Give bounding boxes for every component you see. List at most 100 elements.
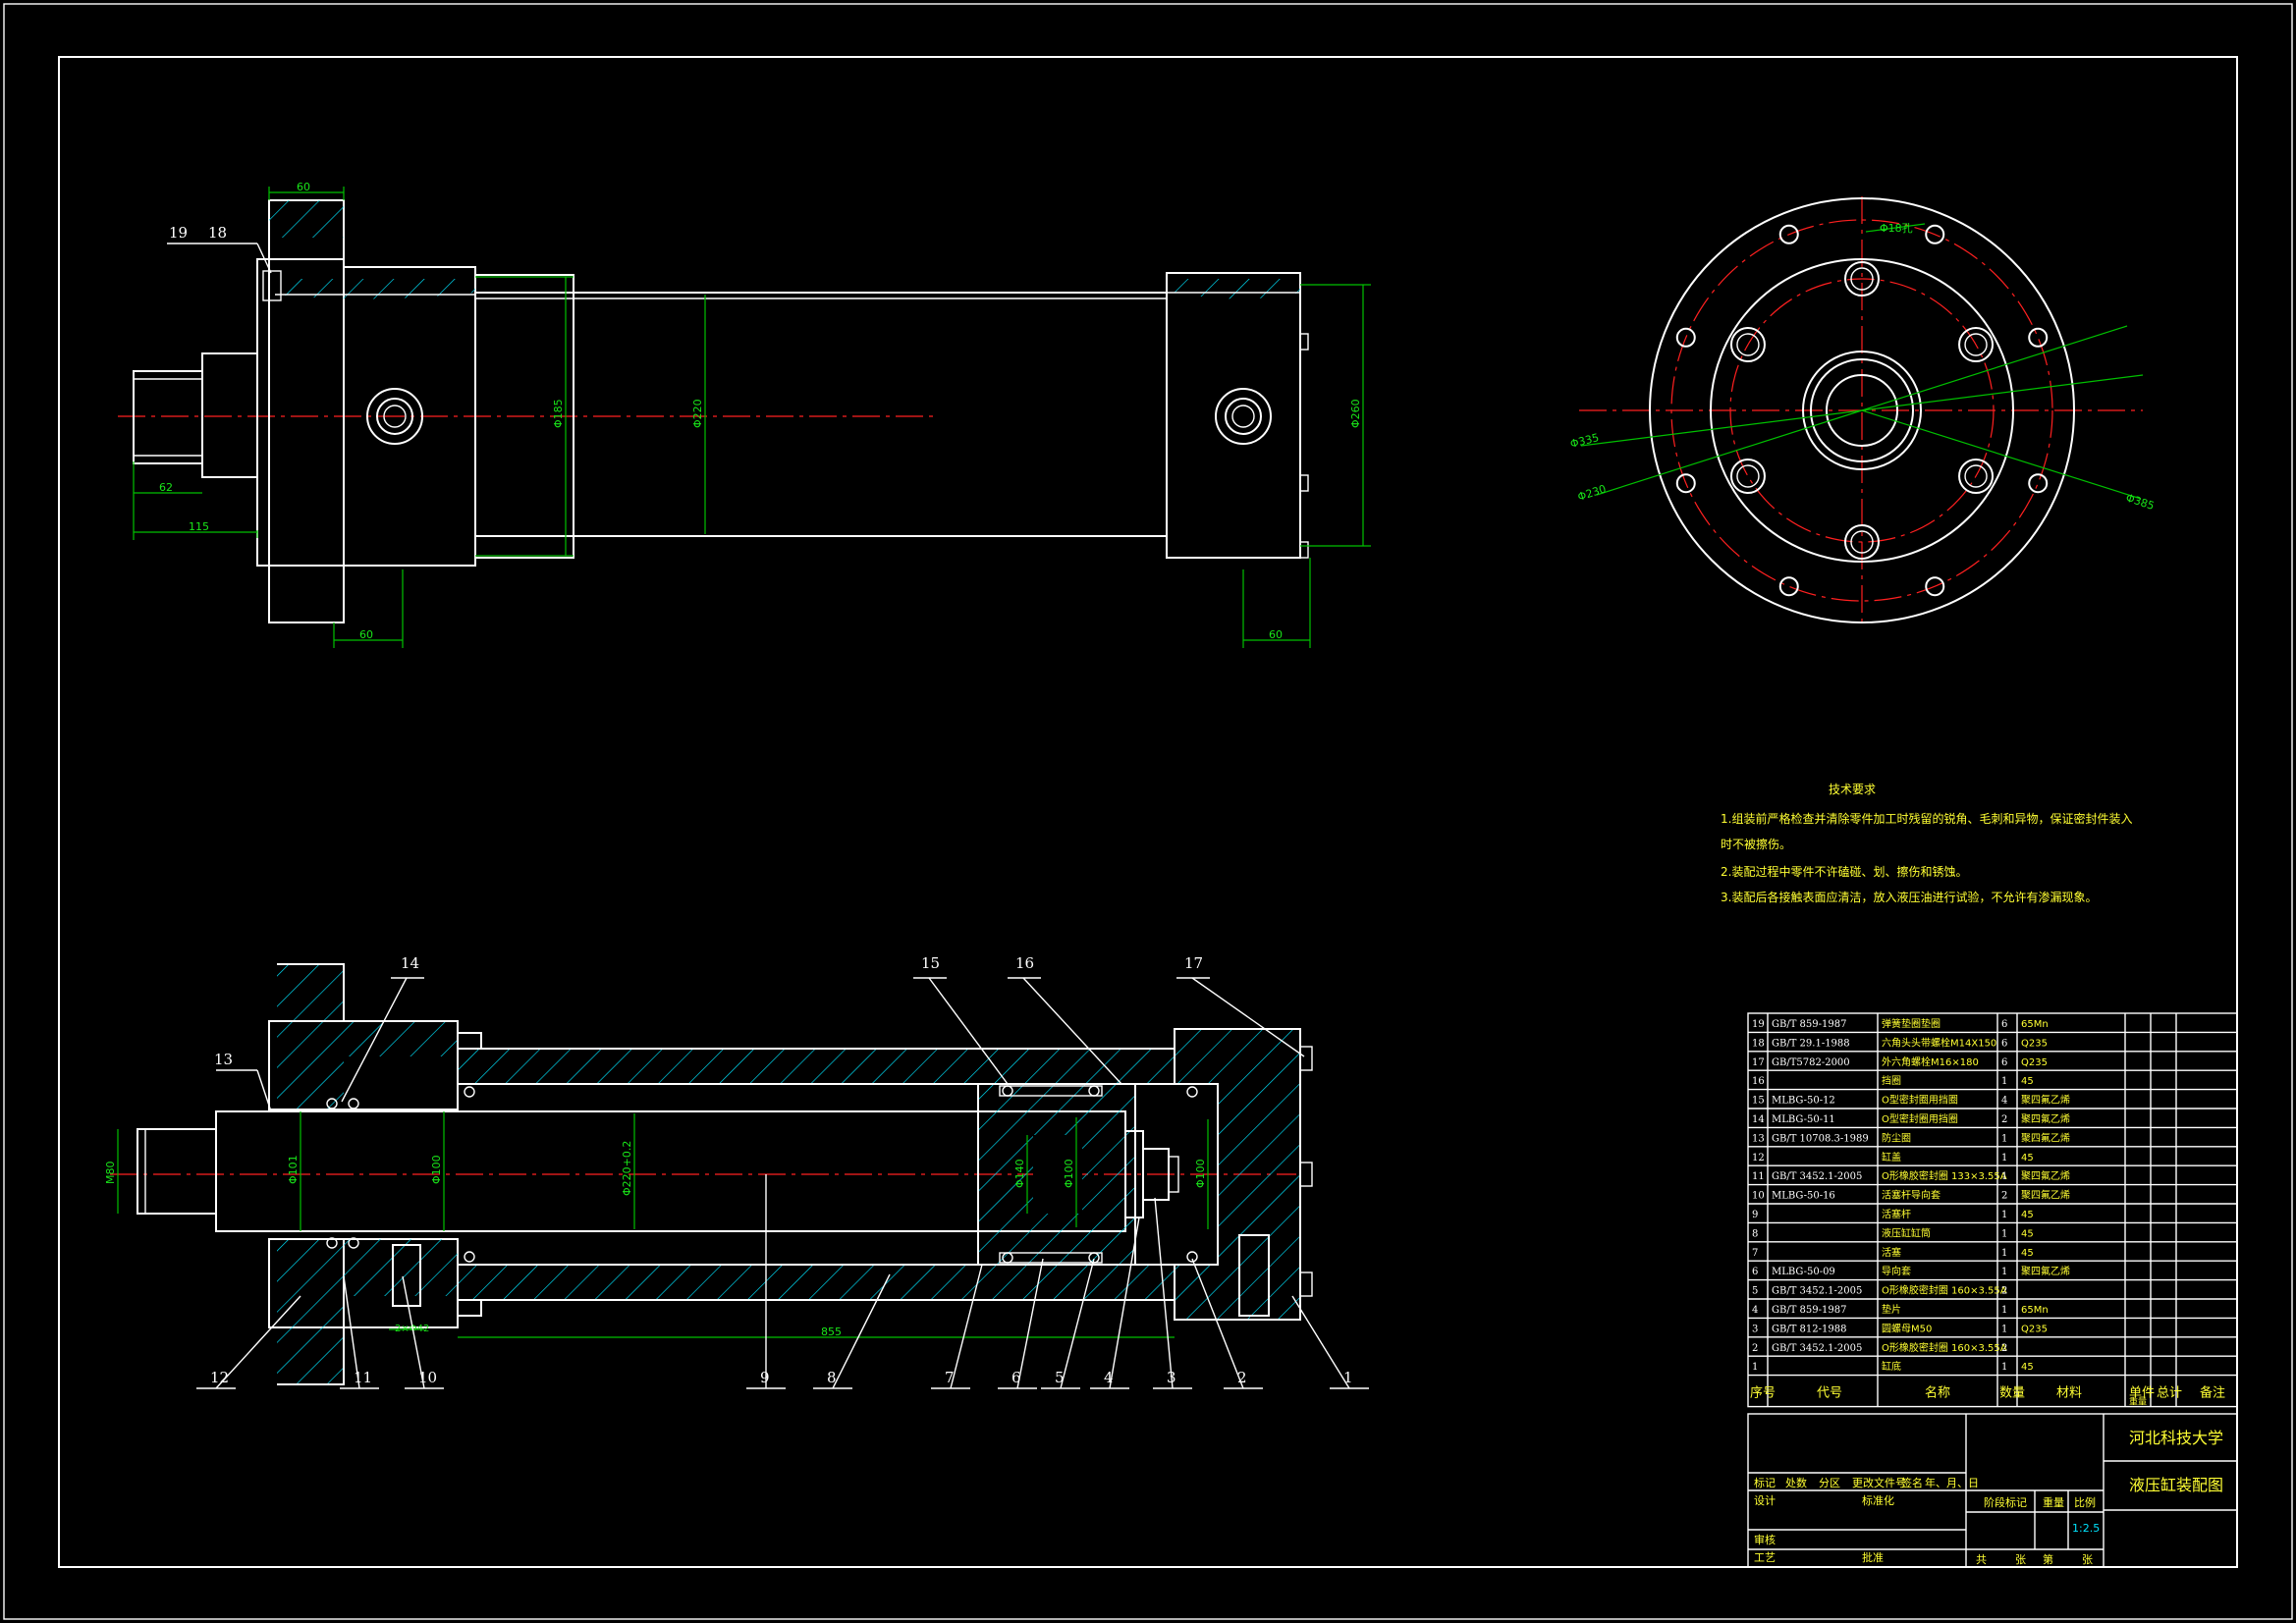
bom-cell: 4 (2001, 1096, 2007, 1107)
bom-cell: 19 (1752, 1019, 1765, 1030)
tb-scale: 比例 (2074, 1495, 2096, 1509)
balloon-leader (1291, 1295, 1350, 1389)
bom-cell: 12 (1752, 1153, 1765, 1163)
school-name: 河北科技大学 (2129, 1429, 2223, 1447)
section-view: M80 Φ101 Φ100 Φ220+0.2 Φ140 Φ100 Φ100 85… (104, 954, 1369, 1389)
tb-sheets-4: 张 (2082, 1553, 2093, 1566)
bom-cell: 15 (1752, 1096, 1765, 1107)
flange-bolt-hole (1778, 576, 1799, 597)
head-bolt-inner (1736, 333, 1760, 356)
drawing-title: 液压缸装配图 (2129, 1476, 2223, 1494)
bom-cell: 1 (2001, 1267, 2007, 1277)
balloon-19: 19 (169, 224, 188, 242)
balloon-13: 13 (214, 1051, 233, 1068)
bom-frame (1747, 1012, 2238, 1408)
balloon-15: 15 (921, 954, 940, 972)
dim-phi230: Φ230 (1576, 482, 1608, 504)
notes-title: 技术要求 (1829, 783, 1876, 796)
bom-header: 单件 (2129, 1386, 2155, 1401)
bom-cell: 缸底 (1882, 1360, 1901, 1373)
head-bolt (1844, 524, 1880, 560)
bom-cell: 45 (2021, 1228, 2034, 1239)
bom-cell: 16 (1752, 1076, 1765, 1087)
bolt-holes (1675, 224, 2049, 597)
bom-cell: 1 (2001, 1076, 2007, 1087)
dim-piston1: Φ140 (1013, 1159, 1026, 1188)
balloon-6: 6 (1011, 1369, 1021, 1386)
bom-header: 材料 (2056, 1386, 2082, 1401)
balloon-leader (1191, 1258, 1244, 1389)
dim-phi385: Φ385 (2124, 491, 2156, 513)
bom-cell: 1 (2001, 1133, 2007, 1144)
bom-cell: 圆螺母M50 (1882, 1323, 1932, 1334)
bom-cell: 六角头头带螺栓M14X150 (1882, 1036, 1996, 1049)
tb-sheets-2: 张 (2015, 1553, 2026, 1566)
tb-count: 处数 (1785, 1477, 1807, 1489)
bom-cell: 活塞 (1882, 1246, 1901, 1259)
bom-cell: MLBG-50-11 (1772, 1114, 1835, 1125)
bom-cell: 弹簧垫圈垫圈 (1882, 1017, 1941, 1030)
tb-weight: 重量 (2043, 1495, 2064, 1509)
head-bolt (1958, 459, 1995, 494)
notes-line-2: 时不被擦伤。 (1721, 838, 1791, 851)
balloon-leader (1016, 1258, 1044, 1389)
tb-check: 审核 (1754, 1533, 1776, 1546)
tb-sheets-1: 共 (1976, 1553, 1987, 1566)
tb-approve: 批准 (1862, 1550, 1884, 1564)
bom-cell: 活塞杆导向套 (1882, 1189, 1941, 1202)
bom-cell: 外六角螺栓M16×180 (1882, 1055, 1979, 1068)
bom-cell: 聚四氟乙烯 (2021, 1131, 2070, 1144)
head-bolt (1958, 327, 1995, 362)
bom-cell: O形橡胶密封圈 160×3.55A (1882, 1284, 2007, 1297)
head-bolt (1729, 327, 1766, 362)
tb-design: 设计 (1754, 1494, 1776, 1507)
end-view: Φ335 Φ230 Φ385 Φ18孔 (1569, 196, 2156, 628)
head-bolt-inner (1850, 530, 1874, 554)
bom-cell: 液压缸缸筒 (1882, 1226, 1931, 1239)
head-bolt (1844, 261, 1880, 297)
bom-cell: 活塞杆 (1882, 1208, 1911, 1220)
balloon-leader (215, 1295, 301, 1389)
bom-cell: 聚四氟乙烯 (2021, 1169, 2070, 1182)
bom-cell: 2 (2001, 1114, 2007, 1125)
bom-cell: 65Mn (2021, 1305, 2049, 1316)
balloon-16: 16 (1015, 954, 1034, 972)
bom-cell: 1 (2001, 1305, 2007, 1316)
head-bolt-inner (1736, 464, 1760, 488)
bom-header: 总计 (2157, 1386, 2182, 1401)
dim-piston2: Φ100 (1063, 1159, 1075, 1188)
dim-rod: Φ101 (287, 1155, 300, 1184)
bom-cell: 挡圈 (1882, 1074, 1901, 1087)
dim-phi185: Φ185 (552, 399, 565, 428)
bom-header: 备注 (2200, 1385, 2225, 1401)
balloon-4: 4 (1104, 1369, 1114, 1386)
bom-cell: 8 (1752, 1228, 1758, 1239)
notes-line-3: 2.装配过程中零件不许磕碰、划、擦伤和锈蚀。 (1721, 864, 1967, 879)
bom-cell: 3 (1752, 1324, 1758, 1334)
bom-cell: 1 (2001, 1210, 2007, 1220)
bom-cell: GB/T 10708.3-1989 (1772, 1133, 1869, 1144)
bom-cell: Q235 (2021, 1038, 2048, 1049)
bom-cell: 1 (2001, 1324, 2007, 1334)
technical-notes: 技术要求 1.组装前严格检查并清除零件加工时残留的锐角、毛刺和异物，保证密封件装… (1721, 783, 2132, 904)
bom-cell: 65Mn (2021, 1019, 2049, 1030)
balloon-leader (402, 1275, 425, 1389)
bom-cell: 6 (2001, 1038, 2007, 1049)
bom-cell: 2 (2001, 1343, 2007, 1354)
bom-cell: 垫片 (1882, 1303, 1901, 1316)
dim-end: Φ100 (1194, 1159, 1207, 1188)
bom-cell: GB/T 812-1988 (1772, 1324, 1846, 1334)
bom-cell: 10 (1752, 1191, 1765, 1202)
title-block: 河北科技大学 液压缸装配图 标记 处数 分区 更改文件号 签名 年、月、日 设计… (1747, 1413, 2238, 1568)
balloon-leader (1154, 1197, 1174, 1389)
bom-cell: 聚四氟乙烯 (2021, 1189, 2070, 1202)
dim-inner1: Φ100 (430, 1155, 443, 1184)
balloon-leader (1109, 1217, 1140, 1389)
bom-cell: 1 (2001, 1362, 2007, 1373)
bom-cell: 聚四氟乙烯 (2021, 1112, 2070, 1125)
dim-phi220: Φ220 (691, 399, 704, 428)
dim-phi18: Φ18孔 (1880, 222, 1913, 235)
bom-cell: O型密封圈用挡圈 (1882, 1112, 1958, 1125)
balloon-5: 5 (1055, 1369, 1065, 1386)
